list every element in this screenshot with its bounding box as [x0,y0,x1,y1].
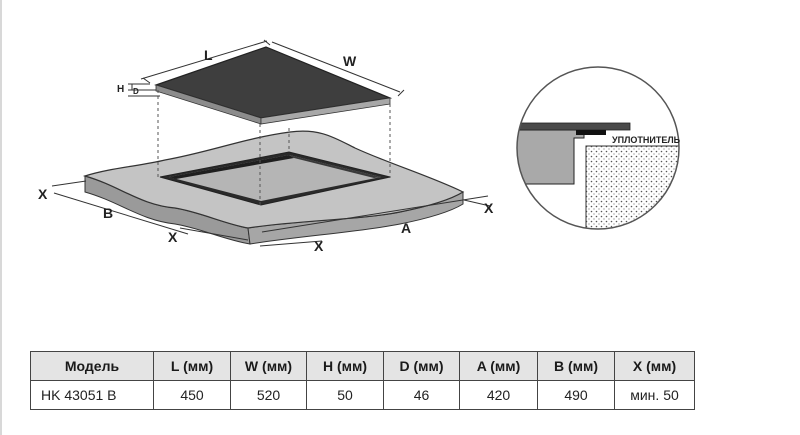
header-model: Модель [30,351,154,381]
table-header-row: Модель L (мм) W (мм) H (мм) D (мм) A (мм… [30,351,695,381]
dimension-lines [51,39,491,247]
projection-lines [157,90,391,205]
seal-detail-view: УПЛОТНИТЕЛЬ [516,66,681,230]
label-D: D [133,87,139,96]
header-H: H (мм) [306,351,384,381]
label-X-bottom: X [314,238,324,254]
cell-A: 420 [459,380,538,410]
installation-diagram: L W H D X B X X A X УПЛОТНИТЕЛЬ [38,39,681,254]
cell-X: мин. 50 [614,380,695,410]
label-W: W [343,53,357,69]
label-seal: УПЛОТНИТЕЛЬ [612,135,681,145]
cell-B: 490 [537,380,615,410]
header-W: W (мм) [230,351,307,381]
header-L: L (мм) [153,351,231,381]
header-A: A (мм) [459,351,538,381]
cell-H: 50 [306,380,384,410]
label-X-left: X [38,186,48,202]
label-X-right: X [484,200,494,216]
hob-glass-top [154,46,393,125]
label-A: A [401,220,411,236]
label-B: B [103,205,113,221]
countertop [82,130,465,245]
table-row: HK 43051 B 450 520 50 46 420 490 мин. 50 [30,380,695,410]
cell-D: 46 [383,380,460,410]
page-edge [0,0,2,435]
cell-model: HK 43051 B [30,380,154,410]
header-B: B (мм) [537,351,615,381]
label-H: H [117,84,124,95]
header-X: X (мм) [614,351,695,381]
label-L: L [204,47,213,63]
spec-table: Модель L (мм) W (мм) H (мм) D (мм) A (мм… [30,351,695,410]
header-D: D (мм) [383,351,460,381]
label-X-bottom-left: X [168,229,178,245]
cell-L: 450 [153,380,231,410]
cell-W: 520 [230,380,307,410]
